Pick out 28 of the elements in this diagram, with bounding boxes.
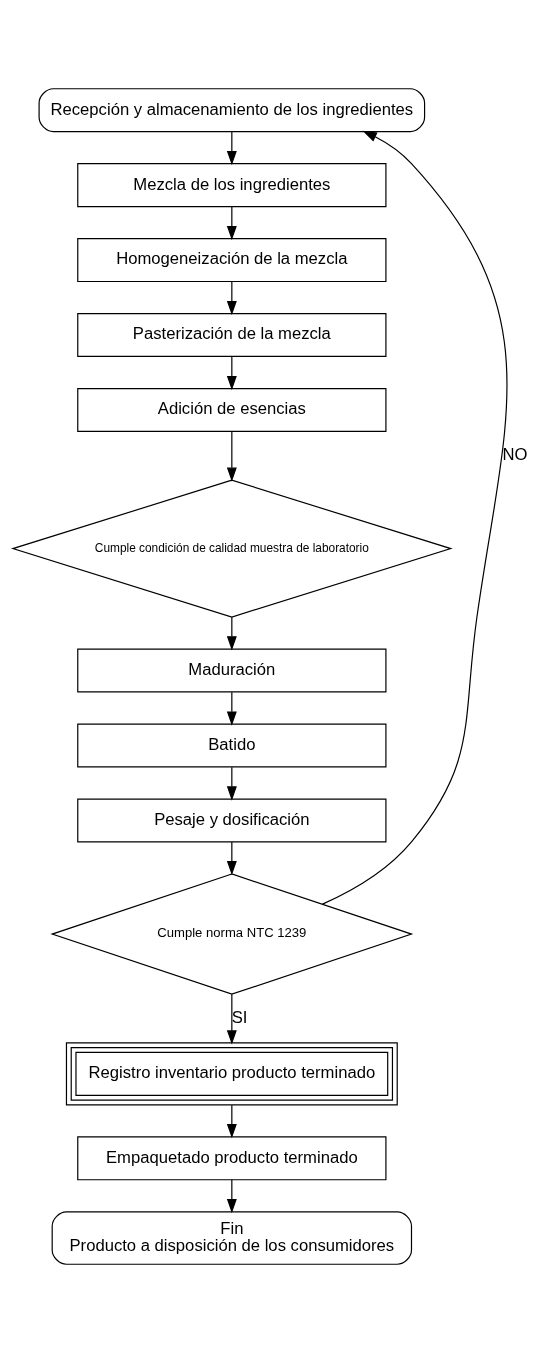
node-box: Pesaje y dosificación <box>77 798 387 843</box>
arrow <box>226 281 237 316</box>
arrow <box>226 691 237 726</box>
node-box: Homogeneización de la mezcla <box>77 238 387 283</box>
arrow <box>226 1179 237 1214</box>
arrow <box>226 206 237 241</box>
arrow <box>226 616 237 651</box>
arrow <box>226 841 237 876</box>
node-box: Recepción y almacenamiento de los ingredientes <box>38 88 426 133</box>
node-box: Adición de esencias <box>77 388 387 432</box>
arrow <box>226 993 237 1045</box>
node-diamond: Cumple norma NTC 1239 <box>50 873 414 995</box>
node-box: Fin Producto a disposición de los consumidores <box>51 1211 413 1265</box>
node-box: Maduración <box>77 648 387 693</box>
edge-label: NO <box>502 445 528 465</box>
arrow <box>226 1104 237 1139</box>
arrow <box>226 131 237 166</box>
arrow <box>226 356 237 391</box>
node-box: Pasterización de la mezcla <box>77 313 387 358</box>
node-diamond: Cumple condición de calidad muestra de laboratorio <box>10 479 453 618</box>
arrow <box>226 431 237 482</box>
node-box: Batido <box>77 723 387 768</box>
node-box: Mezcla de los ingredientes <box>77 163 387 208</box>
arrow <box>226 766 237 801</box>
edge-label: SI <box>231 1007 248 1027</box>
arrow <box>321 130 508 905</box>
node-box: Empaquetado producto terminado <box>77 1136 387 1181</box>
node-box: Registro inventario producto terminado <box>65 1042 398 1106</box>
